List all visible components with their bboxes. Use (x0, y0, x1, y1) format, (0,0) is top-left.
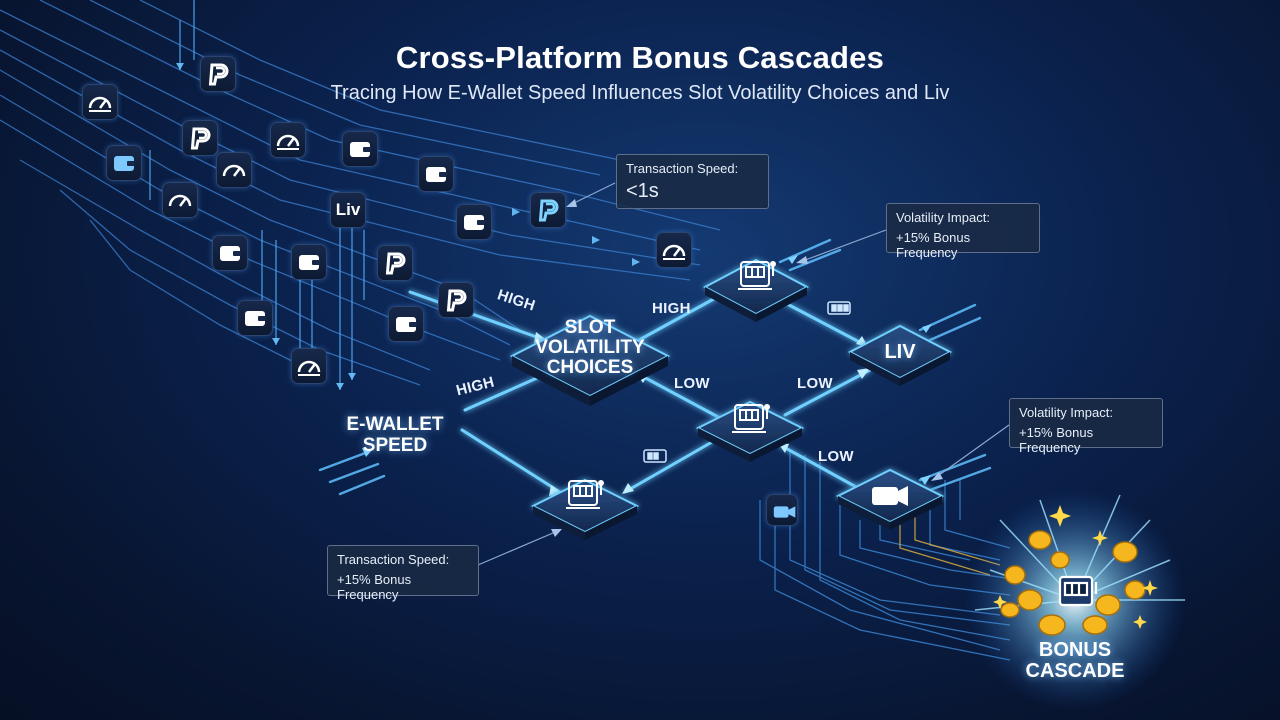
gold-circuit-lines (899, 515, 1001, 576)
speed-streaks (318, 238, 992, 496)
callout-value: +15% Bonus Frequency (337, 572, 412, 602)
speedometer-icon (656, 232, 692, 268)
slot-machine-icon (732, 404, 770, 433)
wallet-icon (456, 204, 492, 240)
coins-icon (1000, 530, 1146, 636)
video-camera-icon (766, 494, 798, 526)
wallet-icon (212, 235, 248, 271)
callout-value: +15% Bonus Frequency (1019, 425, 1094, 455)
edge-low-center (638, 373, 722, 420)
wallet-icon (291, 244, 327, 280)
node-bonus-cascade: BONUS CASCADE (1005, 640, 1145, 682)
edge-bottom-center (623, 440, 714, 494)
edge-label-low-bottom: LOW (818, 448, 854, 465)
slot-machine-icon (566, 480, 604, 509)
node-ewallet-speed: E-WALLET SPEED (320, 414, 470, 456)
edge-low-right (783, 368, 872, 417)
node-slot-line1: SLOT (564, 317, 616, 338)
platform-slot-volatility (509, 314, 671, 406)
speedometer-icon (162, 182, 198, 218)
node-bonus-line2: CASCADE (1025, 660, 1125, 682)
edge-high-top-left (408, 290, 547, 342)
speedometer-icon (270, 122, 306, 158)
paypal-icon (530, 192, 566, 228)
node-liv: LIV (884, 341, 916, 363)
node-bonus-line1: BONUS (1038, 639, 1112, 661)
paypal-icon (200, 56, 236, 92)
node-ewallet-line1: E-WALLET (346, 414, 444, 435)
edge-label-low-center: LOW (674, 375, 710, 392)
callout-label: Volatility Impact: (896, 210, 990, 225)
wallet-icon (342, 131, 378, 167)
speedometer-icon (291, 348, 327, 384)
speedometer-icon (82, 84, 118, 120)
edge-label-high-top-right: HIGH (652, 300, 691, 317)
callout-volatility-impact-right: Volatility Impact: +15% Bonus Frequency (1009, 398, 1163, 455)
circuit-lines-top-left (0, 0, 721, 386)
video-camera-icon (872, 486, 908, 506)
wallet-icon (237, 300, 273, 336)
liv-icon: Liv (330, 192, 366, 228)
paypal-icon (438, 282, 474, 318)
node-ewallet-line2: SPEED (362, 435, 428, 456)
node-slot-volatility: SLOT VOLATILITY CHOICES (510, 318, 670, 378)
slot-reels-small-icon (643, 301, 851, 463)
page-title: Cross-Platform Bonus Cascades (395, 40, 885, 75)
speed-streak-heads (362, 255, 932, 485)
callout-transaction-speed-bottom: Transaction Speed: +15% Bonus Frequency (327, 545, 479, 602)
paypal-icon (377, 245, 413, 281)
speedometer-icon (216, 152, 252, 188)
callout-pointers (477, 182, 1010, 566)
callout-transaction-speed-top: Transaction Speed: <1s (616, 154, 769, 209)
wallet-icon (388, 306, 424, 342)
slot-machine-icon (1058, 575, 1098, 607)
node-slot-line3: CHOICES (546, 357, 634, 378)
edge-low-bottom (778, 443, 860, 490)
edge-ewallet-bottom (460, 428, 562, 494)
callout-value: <1s (626, 180, 659, 202)
paypal-icon (182, 120, 218, 156)
callout-label: Transaction Speed: (626, 161, 739, 176)
platform-liv (847, 324, 953, 386)
wallet-icon (106, 145, 142, 181)
slot-machine-icon (738, 261, 776, 290)
node-slot-line2: VOLATILITY (535, 337, 645, 358)
callout-label: Transaction Speed: (337, 552, 450, 567)
wallet-icon (418, 156, 454, 192)
callout-volatility-impact-top: Volatility Impact: +15% Bonus Frequency (886, 203, 1040, 260)
callout-label: Volatility Impact: (1019, 405, 1113, 420)
callout-value: +15% Bonus Frequency (896, 230, 971, 260)
page-subtitle: Tracing How E-Wallet Speed Influences Sl… (330, 82, 950, 104)
sparkle-stars (993, 505, 1158, 629)
edge-label-low-right: LOW (797, 375, 833, 392)
